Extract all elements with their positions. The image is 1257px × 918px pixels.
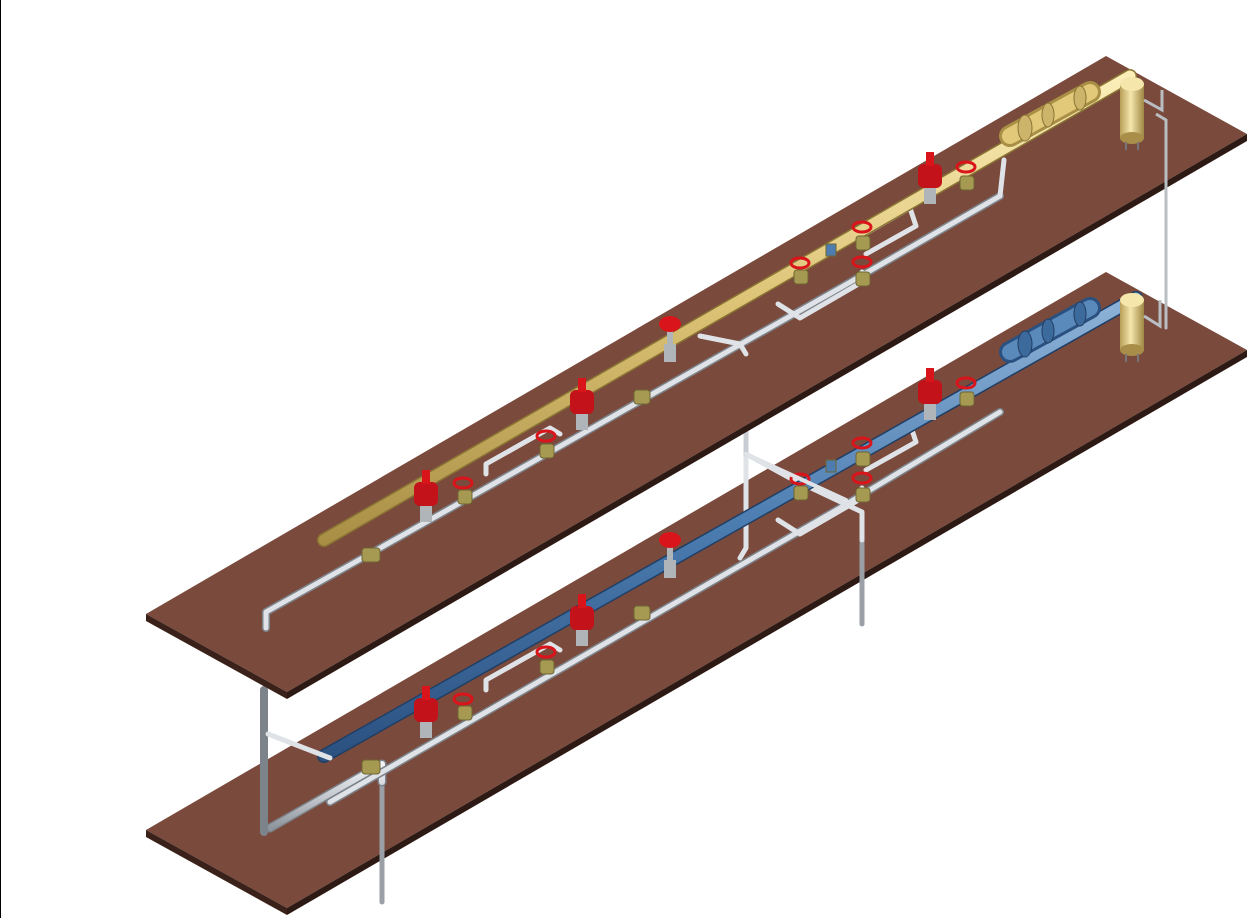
handwheel[interactable] bbox=[851, 255, 873, 269]
handwheel[interactable] bbox=[535, 645, 557, 659]
handwheel[interactable] bbox=[789, 256, 811, 270]
lower-vessel bbox=[1120, 293, 1162, 362]
lower-header-flanges bbox=[1017, 301, 1087, 358]
handwheel[interactable] bbox=[789, 472, 811, 486]
handwheel[interactable] bbox=[452, 692, 474, 706]
handwheel[interactable] bbox=[955, 376, 977, 390]
lower-control-valves[interactable] bbox=[414, 368, 942, 738]
handwheel[interactable] bbox=[955, 160, 977, 174]
handwheel[interactable] bbox=[535, 429, 557, 443]
upper-vessel bbox=[1120, 77, 1168, 190]
upper-header-flanges bbox=[1017, 85, 1087, 142]
control-valve[interactable] bbox=[414, 470, 438, 522]
viewport-border bbox=[0, 0, 1, 918]
upper-strainers bbox=[361, 175, 975, 563]
lower-drop-legs bbox=[379, 537, 865, 905]
riser-pipes bbox=[260, 188, 1168, 836]
upper-control-valves[interactable] bbox=[414, 152, 942, 522]
lower-handwheel-valves[interactable] bbox=[452, 376, 977, 706]
control-valve[interactable] bbox=[659, 532, 681, 578]
control-valve[interactable] bbox=[918, 368, 942, 420]
lower-strainers bbox=[361, 391, 975, 775]
control-valve[interactable] bbox=[570, 378, 594, 430]
handwheel[interactable] bbox=[851, 436, 873, 450]
handwheel[interactable] bbox=[452, 476, 474, 490]
handwheel[interactable] bbox=[851, 471, 873, 485]
control-valve[interactable] bbox=[918, 152, 942, 204]
handwheel[interactable] bbox=[851, 220, 873, 234]
control-valve[interactable] bbox=[414, 686, 438, 738]
upper-handwheel-valves[interactable] bbox=[452, 160, 977, 490]
control-valve[interactable] bbox=[570, 594, 594, 646]
control-valve[interactable] bbox=[659, 316, 681, 362]
